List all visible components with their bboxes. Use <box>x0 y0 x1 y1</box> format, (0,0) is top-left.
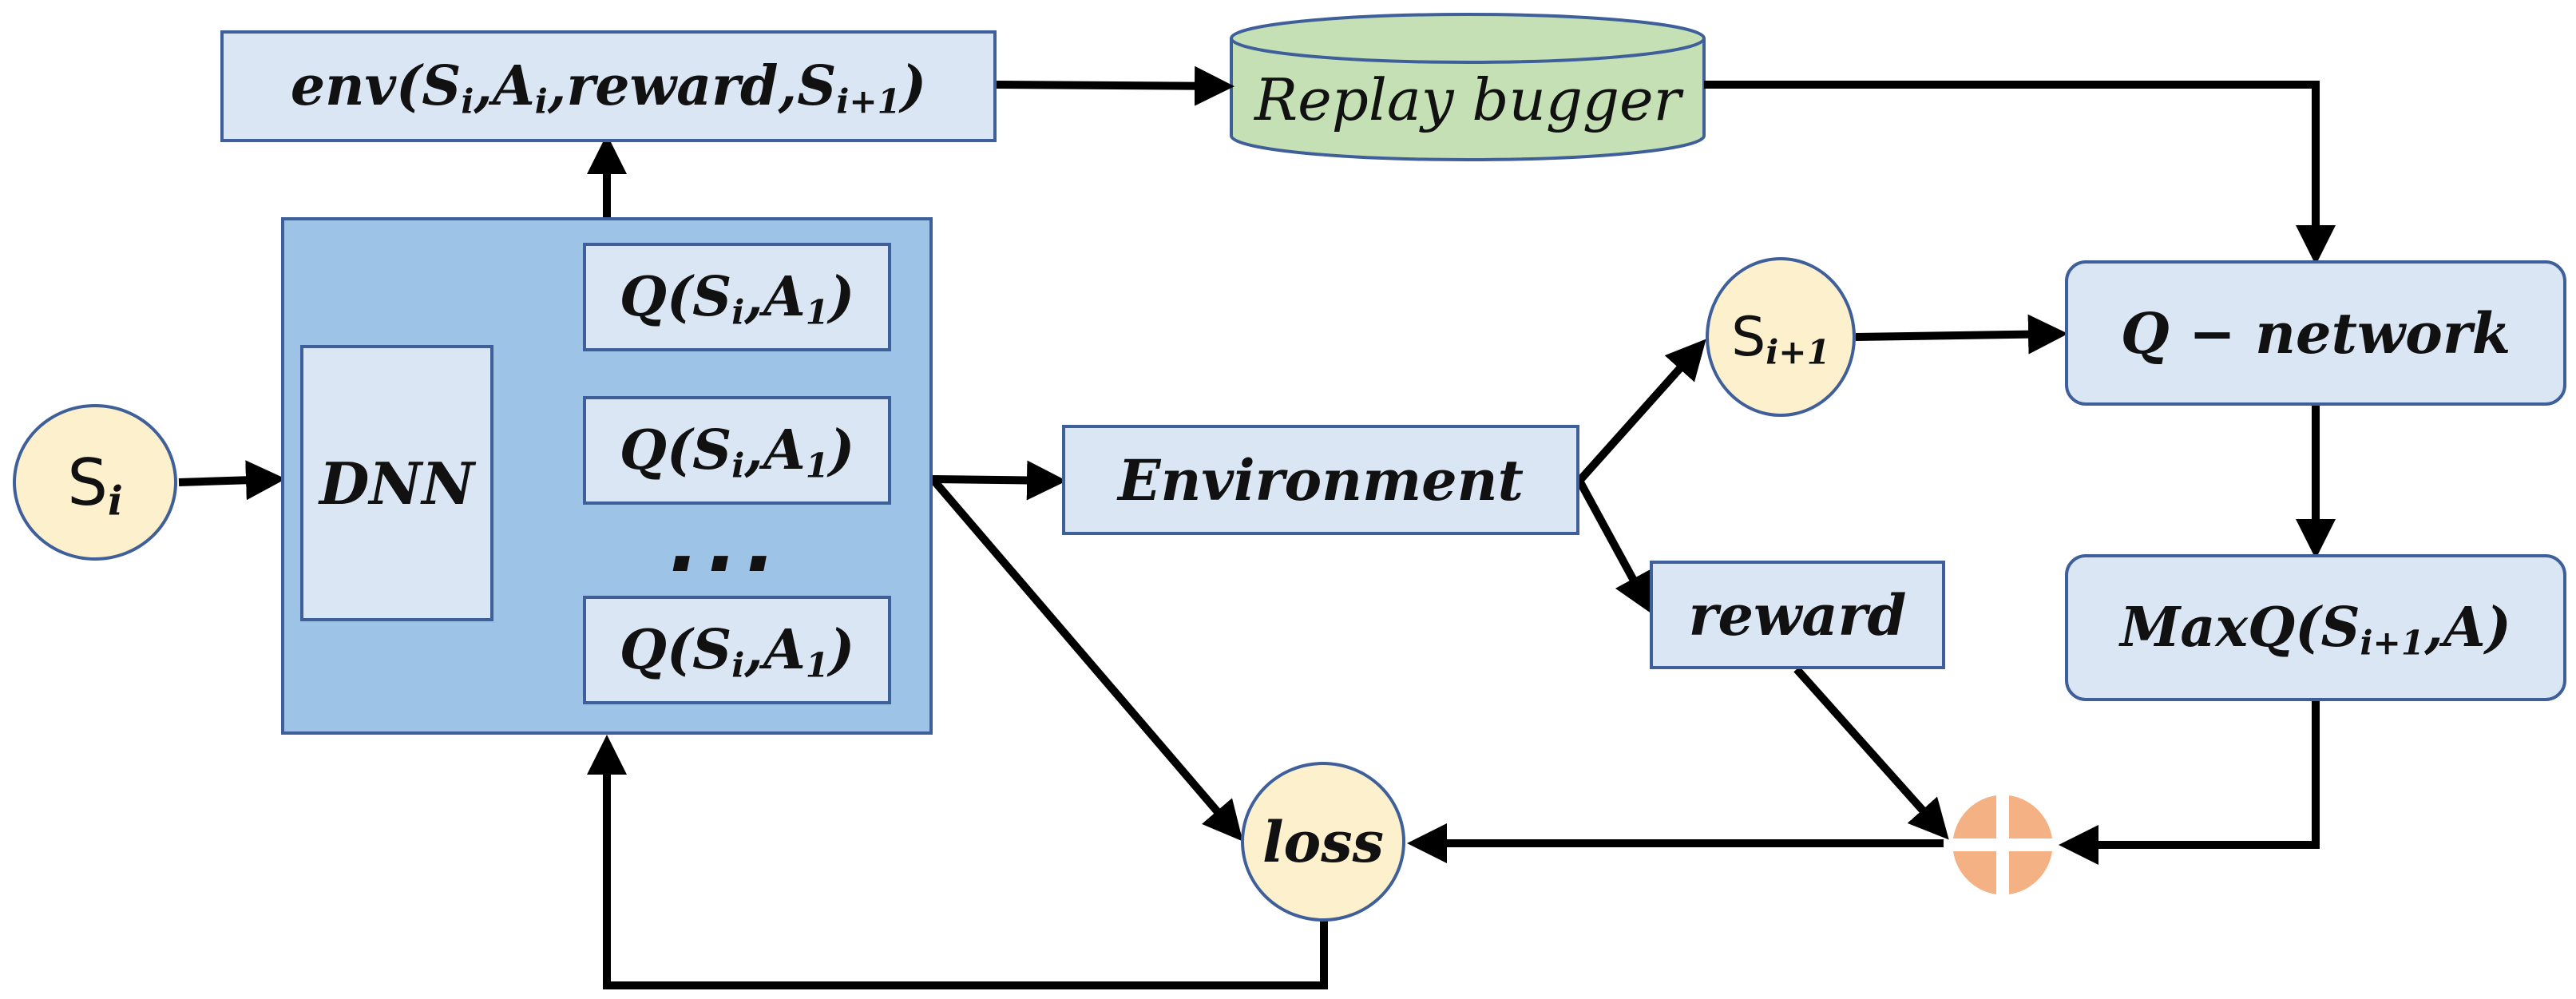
next-state-node: Si+1 <box>1706 257 1856 417</box>
reward-label: reward <box>1688 581 1907 648</box>
state-input-node: Si <box>13 404 177 561</box>
q-network-box: Q − network <box>2065 260 2566 406</box>
q-output-label: Q(Si,A1) <box>619 418 855 486</box>
arrow-dnn-to-environment <box>932 460 1067 501</box>
state-input-label: Si <box>67 445 123 524</box>
q-output-1: Q(Si,A1) <box>583 243 891 351</box>
loss-label: loss <box>1262 808 1385 875</box>
dnn-label: DNN <box>319 449 475 517</box>
arrow-state-to-dnn <box>178 460 286 501</box>
q-network-label: Q − network <box>2120 299 2511 367</box>
ellipsis-label: ... <box>669 496 784 590</box>
maxq-box: MaxQ(Si+1,A) <box>2065 554 2566 701</box>
arrow-env-box-to-replay <box>996 65 1234 106</box>
q-output-label: Q(Si,A1) <box>619 265 855 332</box>
environment-label: Environment <box>1118 446 1524 513</box>
env-transition-label: env(Si,Ai,reward,Si+1) <box>290 54 927 121</box>
replay-buffer-label: Replay bugger <box>1254 66 1682 133</box>
reward-box: reward <box>1650 561 1945 669</box>
next-state-label: Si+1 <box>1731 305 1830 372</box>
environment-box: Environment <box>1062 425 1579 535</box>
arrow-environment-to-reward <box>1575 478 1652 614</box>
plus-icon <box>1945 787 2060 902</box>
q-output-label: Q(Si,A1) <box>619 618 855 685</box>
arrow-loss-to-dnn <box>587 735 1328 989</box>
replay-buffer-cylinder <box>1230 13 1706 161</box>
dnn-box: DNN <box>300 345 493 621</box>
arrow-replay-to-qnetwork <box>1704 81 2336 265</box>
maxq-label: MaxQ(Si+1,A) <box>2120 596 2511 663</box>
arrow-dnn-to-loss <box>929 476 1243 842</box>
arrow-reward-to-adder <box>1793 666 1949 840</box>
replay-buffer: Replay bugger <box>1231 48 1704 152</box>
q-output-ellipsis: ... <box>655 497 799 590</box>
adder-circle <box>1945 787 2060 902</box>
env-transition-box: env(Si,Ai,reward,Si+1) <box>220 30 997 142</box>
arrow-next-state-to-qnetwork <box>1855 314 2068 355</box>
arrow-maxq-to-adder <box>2059 701 2320 865</box>
loss-node: loss <box>1241 762 1405 922</box>
arrow-environment-to-next-state <box>1576 339 1706 484</box>
q-output-3: Q(Si,A1) <box>583 596 891 704</box>
q-output-2: Q(Si,A1) <box>583 396 891 505</box>
